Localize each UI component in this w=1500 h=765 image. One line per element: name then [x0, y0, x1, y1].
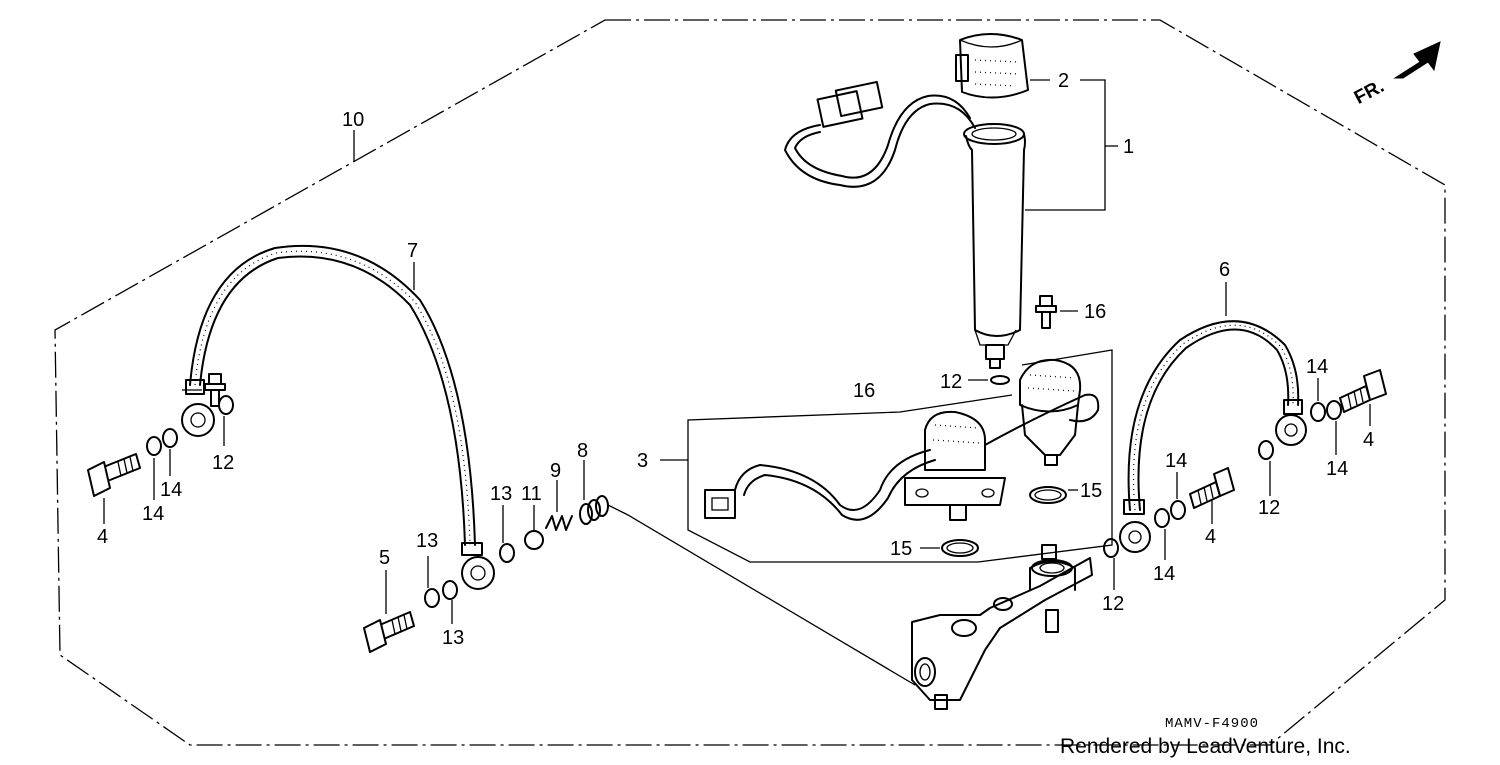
washer-12-center	[990, 375, 1010, 385]
callout-12-left: 12	[212, 452, 234, 474]
callout-6: 6	[1219, 259, 1230, 281]
callout-15-a: 15	[1080, 480, 1102, 502]
valve-8	[579, 495, 609, 525]
banjo-bolt-4-right	[1339, 369, 1387, 413]
washer-14-right-b	[1326, 400, 1342, 420]
installation-line	[607, 504, 916, 686]
callout-14-l2: 14	[142, 503, 164, 525]
front-direction-arrow-icon: FR.	[1351, 41, 1441, 109]
callout-13-c: 13	[490, 483, 512, 505]
oring-15-right	[1029, 486, 1067, 504]
washer-12-left	[218, 395, 234, 415]
callout-7: 7	[407, 240, 418, 262]
washer-12-mid	[1103, 538, 1119, 558]
banjo-bolt-4-mid	[1189, 467, 1235, 509]
callout-9: 9	[550, 460, 561, 482]
oring-15-lower-inner	[946, 542, 974, 554]
oring-15-right-inner	[1034, 489, 1062, 501]
drawing-code: MAMV-F4900	[1165, 716, 1259, 732]
washer-14-left-a	[162, 428, 178, 448]
fuel-pump-part	[704, 358, 1100, 521]
callout-8: 8	[577, 440, 588, 462]
callout-2: 2	[1058, 70, 1069, 92]
callout-3: 3	[637, 450, 648, 472]
callout-5: 5	[379, 547, 390, 569]
callout-14-r1: 14	[1306, 356, 1328, 378]
clamp-band-part	[955, 33, 1029, 99]
washer-13-b	[442, 580, 458, 600]
spring-9	[545, 515, 573, 531]
callout-13-a: 13	[416, 530, 438, 552]
credit-text: Rendered by LeadVenture, Inc.	[1060, 735, 1351, 758]
oring-15-lower	[941, 539, 979, 557]
callout-1: 1	[1123, 136, 1134, 158]
callout-14-r2: 14	[1326, 458, 1348, 480]
callout-14-l1: 14	[160, 479, 182, 501]
banjo-bolt-5	[363, 611, 415, 653]
callout-15-b: 15	[890, 538, 912, 560]
callout-12-right: 12	[1258, 497, 1280, 519]
washer-13-a	[424, 588, 440, 608]
callout-16-b: 16	[853, 380, 875, 402]
assembly-boundary	[54, 19, 1446, 746]
callout-12-mid: 12	[1102, 593, 1124, 615]
leader-1	[1025, 79, 1106, 211]
callout-12-center: 12	[940, 371, 962, 393]
bolt-16-upper	[1035, 295, 1057, 329]
fuel-rail-part	[911, 544, 1093, 710]
long-fuel-hose-part	[181, 244, 495, 590]
washer-12-right	[1258, 440, 1274, 460]
short-fuel-hose-part	[1119, 320, 1307, 553]
banjo-bolt-4-left	[87, 453, 141, 497]
filter-canister-part	[784, 80, 1026, 369]
bolt-16-lower	[204, 373, 226, 407]
callout-14-m1: 14	[1165, 450, 1187, 472]
callout-14-m2: 14	[1153, 563, 1175, 585]
callout-4-left: 4	[97, 526, 108, 548]
callout-16-a: 16	[1084, 301, 1106, 323]
pump-subassembly-boundary	[687, 349, 1113, 563]
callout-4-mid: 4	[1205, 526, 1216, 548]
washer-14-mid-a	[1154, 508, 1170, 528]
washer-14-left-b	[146, 436, 162, 456]
washer-14-mid-b	[1170, 500, 1186, 520]
washer-14-right-a	[1310, 402, 1326, 422]
front-direction-label: FR.	[1351, 76, 1388, 109]
washer-13-c	[499, 543, 515, 563]
check-ball-11	[524, 530, 544, 550]
callout-10: 10	[342, 109, 364, 131]
callout-4-right: 4	[1363, 429, 1374, 451]
callout-11: 11	[521, 483, 542, 505]
callout-13-b: 13	[442, 627, 464, 649]
